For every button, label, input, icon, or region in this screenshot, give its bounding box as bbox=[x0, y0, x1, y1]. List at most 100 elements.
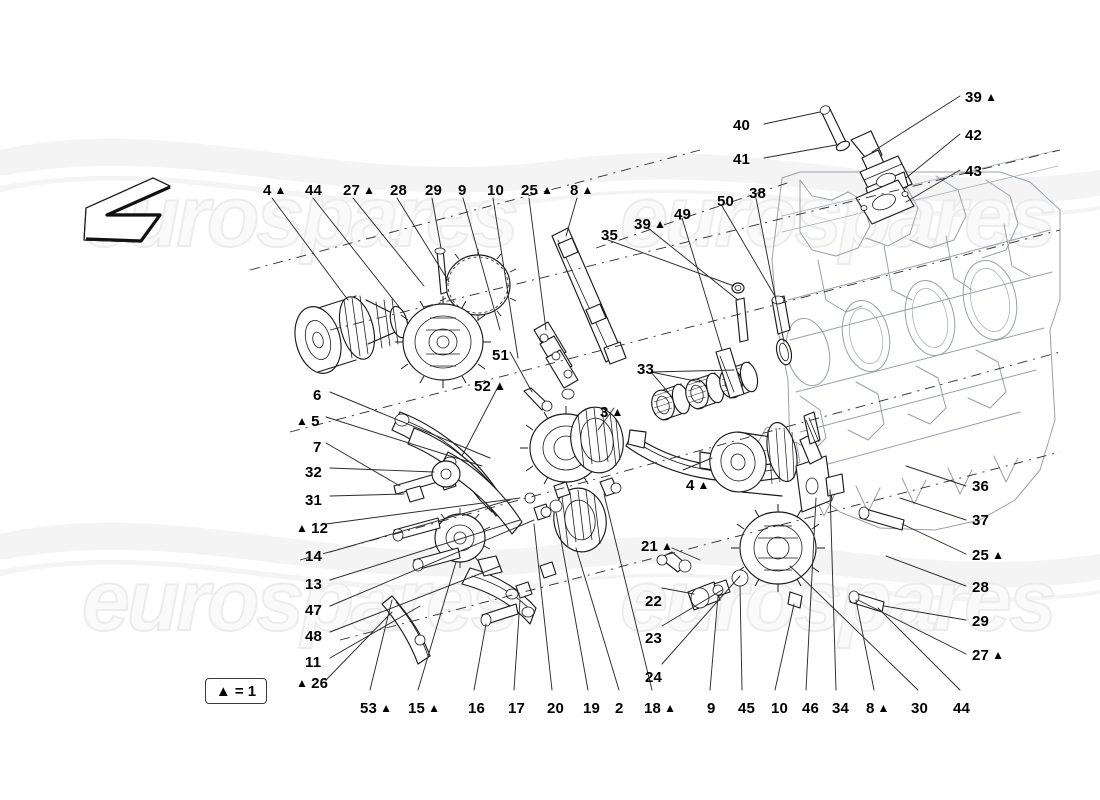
callout-number: 47 bbox=[305, 602, 323, 619]
triangle-marker-icon: ▲ bbox=[985, 90, 998, 104]
callout-27: 27▲ bbox=[972, 648, 1004, 663]
callout-4: 4▲ bbox=[686, 478, 710, 493]
callout-number: 44 bbox=[953, 700, 971, 717]
callout-number: 13 bbox=[305, 576, 323, 593]
callout-35: 35 bbox=[601, 228, 618, 243]
triangle-marker-icon: ▲ bbox=[611, 405, 624, 419]
callout-number: 50 bbox=[717, 193, 735, 210]
callout-32: 32 bbox=[305, 465, 322, 480]
callout-2: 2 bbox=[615, 701, 624, 716]
callout-number: 17 bbox=[508, 700, 526, 717]
callout-number: 4 bbox=[263, 182, 272, 199]
callout-41: 41 bbox=[733, 152, 750, 167]
callout-number: 51 bbox=[492, 347, 510, 364]
callout-number: 27 bbox=[972, 647, 990, 664]
callout-number: 46 bbox=[802, 700, 820, 717]
fasteners-group bbox=[392, 247, 905, 627]
triangle-marker-icon: ▲ bbox=[992, 648, 1005, 662]
callout-25: 25▲ bbox=[972, 548, 1004, 563]
callout-11: 11 bbox=[305, 655, 321, 670]
direction-arrow bbox=[83, 177, 171, 243]
callout-47: 47 bbox=[305, 603, 322, 618]
callout-number: 25 bbox=[972, 547, 990, 564]
callout-53: 53▲ bbox=[360, 701, 392, 716]
callout-number: 32 bbox=[305, 464, 323, 481]
callout-number: 9 bbox=[458, 182, 467, 199]
callout-number: 29 bbox=[972, 613, 990, 630]
callout-number: 10 bbox=[771, 700, 789, 717]
callout-number: 40 bbox=[733, 117, 751, 134]
legend-box: ▲ = 1 bbox=[205, 678, 267, 704]
triangle-marker-icon: ▲ bbox=[992, 548, 1005, 562]
callout-50: 50 bbox=[717, 194, 734, 209]
callout-27: 27▲ bbox=[343, 183, 375, 198]
triangle-marker-icon: ▲ bbox=[296, 676, 309, 690]
callout-16: 16 bbox=[468, 701, 485, 716]
triangle-marker-icon: ▲ bbox=[877, 701, 890, 715]
callout-42: 42 bbox=[965, 128, 982, 143]
callout-8: 8▲ bbox=[866, 701, 890, 716]
callout-number: 21 bbox=[641, 538, 659, 555]
callout-22: 22 bbox=[645, 594, 662, 609]
callout-number: 16 bbox=[468, 700, 486, 717]
callout-number: 36 bbox=[972, 478, 990, 495]
camshaft-sprocket-upper bbox=[439, 249, 517, 321]
timing-chain-upper bbox=[533, 227, 627, 389]
callout-18: 18▲ bbox=[644, 701, 676, 716]
callout-number: 25 bbox=[521, 182, 539, 199]
callout-49: 49 bbox=[674, 207, 691, 222]
camshaft-gear-large bbox=[395, 296, 491, 388]
callout-6: 6 bbox=[313, 388, 322, 403]
callout-number: 35 bbox=[601, 227, 619, 244]
callout-37: 37 bbox=[972, 513, 989, 528]
svg-text:eurospares: eurospares bbox=[82, 553, 516, 649]
callout-26: ▲26 bbox=[296, 676, 328, 691]
triangle-marker-icon: ▲ bbox=[363, 183, 376, 197]
callout-number: 20 bbox=[547, 700, 565, 717]
callout-28: 28 bbox=[972, 580, 989, 595]
triangle-marker-icon: ▲ bbox=[654, 217, 667, 231]
callout-39: 39▲ bbox=[965, 90, 997, 105]
callout-13: 13 bbox=[305, 577, 322, 592]
callout-14: 14 bbox=[305, 549, 322, 564]
callout-number: 19 bbox=[583, 700, 601, 717]
vvt-solenoid-assembly bbox=[819, 105, 915, 225]
callout-25: 25▲ bbox=[521, 183, 553, 198]
callout-36: 36 bbox=[972, 479, 989, 494]
triangle-marker-icon: ▲ bbox=[274, 183, 287, 197]
callout-43: 43 bbox=[965, 164, 982, 179]
callout-51: 51 bbox=[492, 348, 509, 363]
callout-29: 29 bbox=[972, 614, 989, 629]
callout-28: 28 bbox=[390, 183, 407, 198]
callout-number: 38 bbox=[749, 185, 767, 202]
tensioner-shoe-lower-left bbox=[381, 595, 431, 665]
callout-number: 18 bbox=[644, 700, 662, 717]
callout-number: 23 bbox=[645, 630, 663, 647]
callout-40: 40 bbox=[733, 118, 750, 133]
callout-52: 52▲ bbox=[474, 379, 506, 394]
callout-12: ▲12 bbox=[296, 521, 328, 536]
hydraulic-tensioner-body bbox=[795, 411, 845, 513]
callout-24: 24 bbox=[645, 670, 662, 685]
callout-9: 9 bbox=[458, 183, 467, 198]
callout-number: 49 bbox=[674, 206, 692, 223]
callout-number: 34 bbox=[832, 700, 850, 717]
triangle-marker-icon: ▲ bbox=[661, 539, 674, 553]
callout-number: 6 bbox=[313, 387, 322, 404]
triangle-marker-icon: ▲ bbox=[494, 379, 507, 393]
leader-lines bbox=[249, 95, 1061, 691]
callout-number: 3 bbox=[600, 404, 609, 421]
callout-19: 19 bbox=[583, 701, 600, 716]
callout-7: 7 bbox=[313, 440, 322, 455]
callout-48: 48 bbox=[305, 629, 322, 644]
callout-number: 8 bbox=[570, 182, 579, 199]
callout-number: 37 bbox=[972, 512, 990, 529]
callout-38: 38 bbox=[749, 186, 766, 201]
svg-text:eurospares: eurospares bbox=[620, 169, 1054, 265]
callout-4: 4▲ bbox=[263, 183, 287, 198]
callout-8: 8▲ bbox=[570, 183, 594, 198]
triangle-marker-icon: ▲ bbox=[541, 183, 554, 197]
drive-pulley-damper bbox=[709, 421, 798, 497]
